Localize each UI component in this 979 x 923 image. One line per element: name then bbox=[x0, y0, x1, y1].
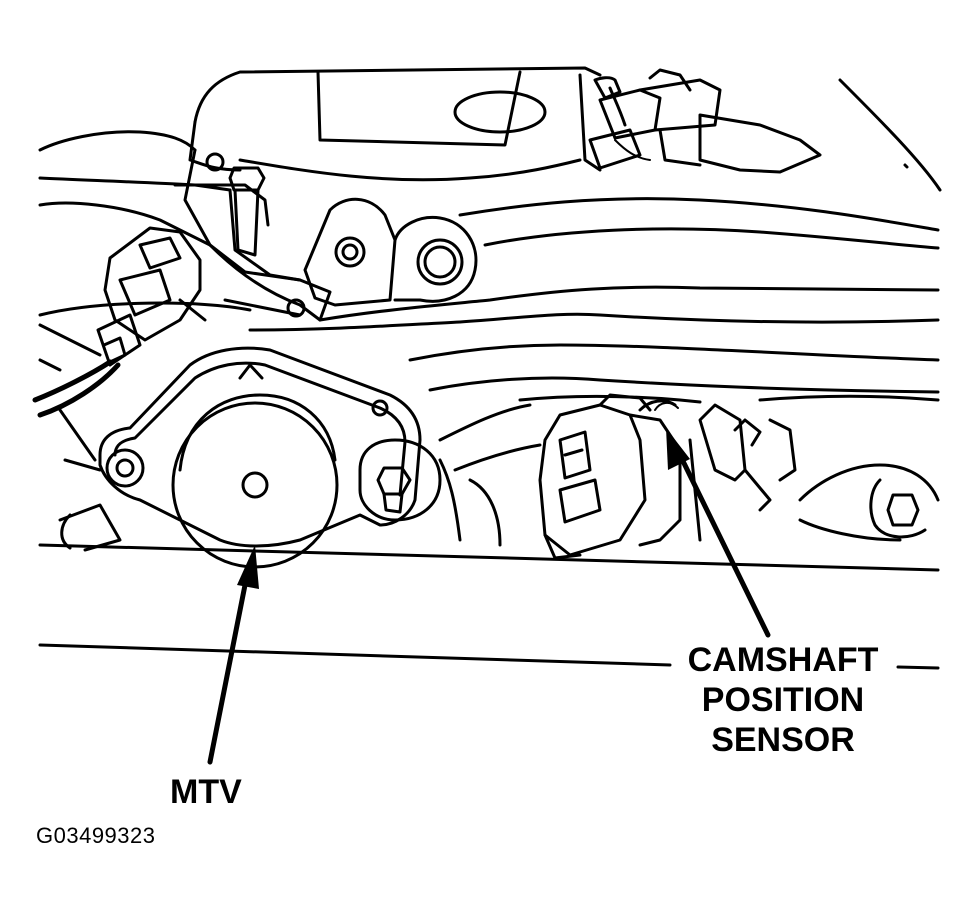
figure-id: G03499323 bbox=[36, 823, 156, 848]
intake-manifold-outline bbox=[188, 66, 942, 250]
engine-block-contours bbox=[38, 285, 940, 472]
leader-arrow-camshaft-sensor bbox=[666, 428, 771, 638]
wiring-connector-cluster-top bbox=[578, 68, 822, 174]
section-guide-lines bbox=[38, 543, 940, 670]
mtv-mounting-nut bbox=[358, 438, 442, 522]
callout-line-1: CAMSHAFT bbox=[687, 641, 879, 679]
bracket-rail-left bbox=[38, 130, 332, 372]
mounting-bracket-center bbox=[286, 197, 478, 318]
mtv-actuator bbox=[58, 346, 422, 569]
callout-line-3: SENSOR bbox=[711, 721, 855, 759]
callout-camshaft-position-sensor: CAMSHAFT POSITION SENSOR bbox=[678, 640, 888, 760]
callout-mtv: MTV bbox=[170, 773, 242, 811]
bolt-right bbox=[438, 458, 940, 547]
bolt-upper bbox=[205, 152, 266, 257]
callout-line-2: POSITION bbox=[701, 681, 865, 719]
leader-arrow-mtv bbox=[207, 545, 259, 765]
camshaft-sensor-connector bbox=[538, 393, 797, 560]
electrical-connector-left bbox=[32, 226, 207, 418]
